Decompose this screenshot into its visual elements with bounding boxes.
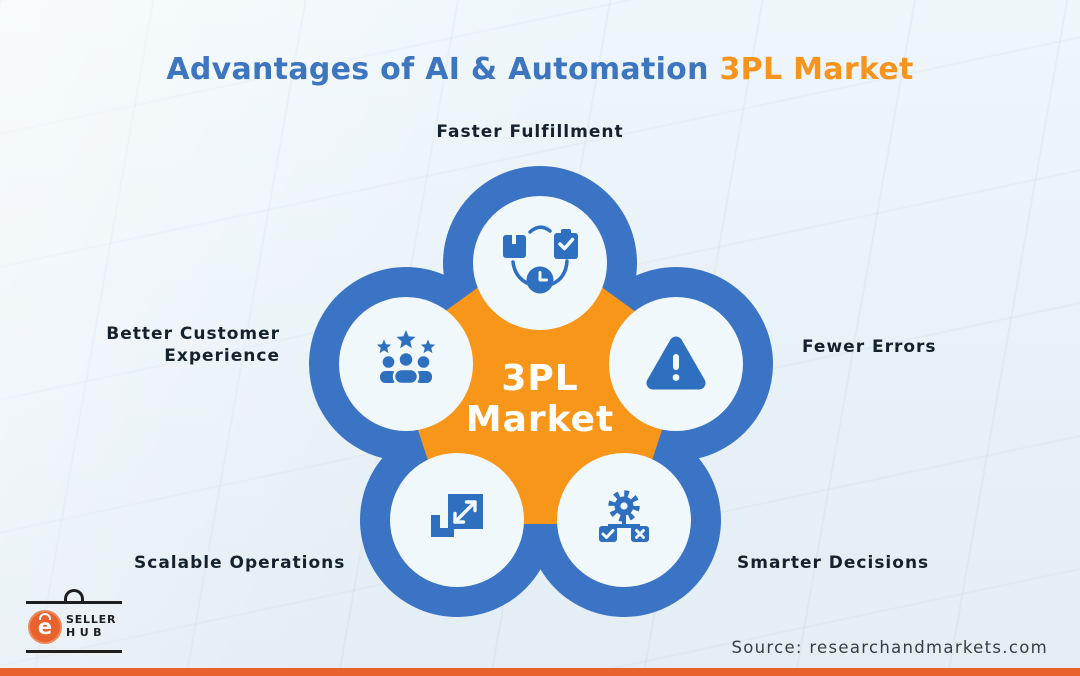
- logo-text-hub: HUB: [66, 626, 107, 639]
- page-title-highlight: 3PL Market: [719, 52, 914, 87]
- label-fewer-errors: Fewer Errors: [802, 337, 937, 357]
- logo-e-mark-icon: e: [28, 610, 62, 644]
- source-attribution: Source: researchandmarkets.com: [731, 638, 1048, 657]
- flower-diagram: 3PL Market: [309, 166, 773, 617]
- esellerhub-logo: e SELLER HUB: [26, 589, 122, 653]
- page-title: Advantages of AI & Automation 3PL Market: [0, 52, 1080, 87]
- label-smarter-decisions: Smarter Decisions: [737, 553, 930, 573]
- expand-scale-icon: [431, 494, 483, 537]
- center-label-line2: Market: [466, 399, 614, 440]
- gear-decision-check-x-icon: [599, 490, 649, 542]
- logo-text-seller: SELLER: [66, 613, 117, 627]
- label-better-customer-experience: Better Customer Experience: [106, 324, 280, 367]
- label-faster-fulfillment: Faster Fulfillment: [436, 122, 624, 142]
- center-label-line1: 3PL: [501, 358, 578, 399]
- inner-circle-top: [473, 196, 607, 330]
- logo-bag-handle-icon: [64, 589, 84, 602]
- bottom-accent-bar: [0, 668, 1080, 676]
- page-title-main: Advantages of AI & Automation: [166, 52, 720, 87]
- package-schedule-clock-icon: [503, 225, 578, 294]
- customers-rating-stars-icon: [376, 330, 436, 386]
- label-scalable-operations: Scalable Operations: [134, 553, 346, 573]
- logo-bag-frame: e SELLER HUB: [26, 589, 122, 653]
- warning-triangle-icon: [646, 336, 706, 390]
